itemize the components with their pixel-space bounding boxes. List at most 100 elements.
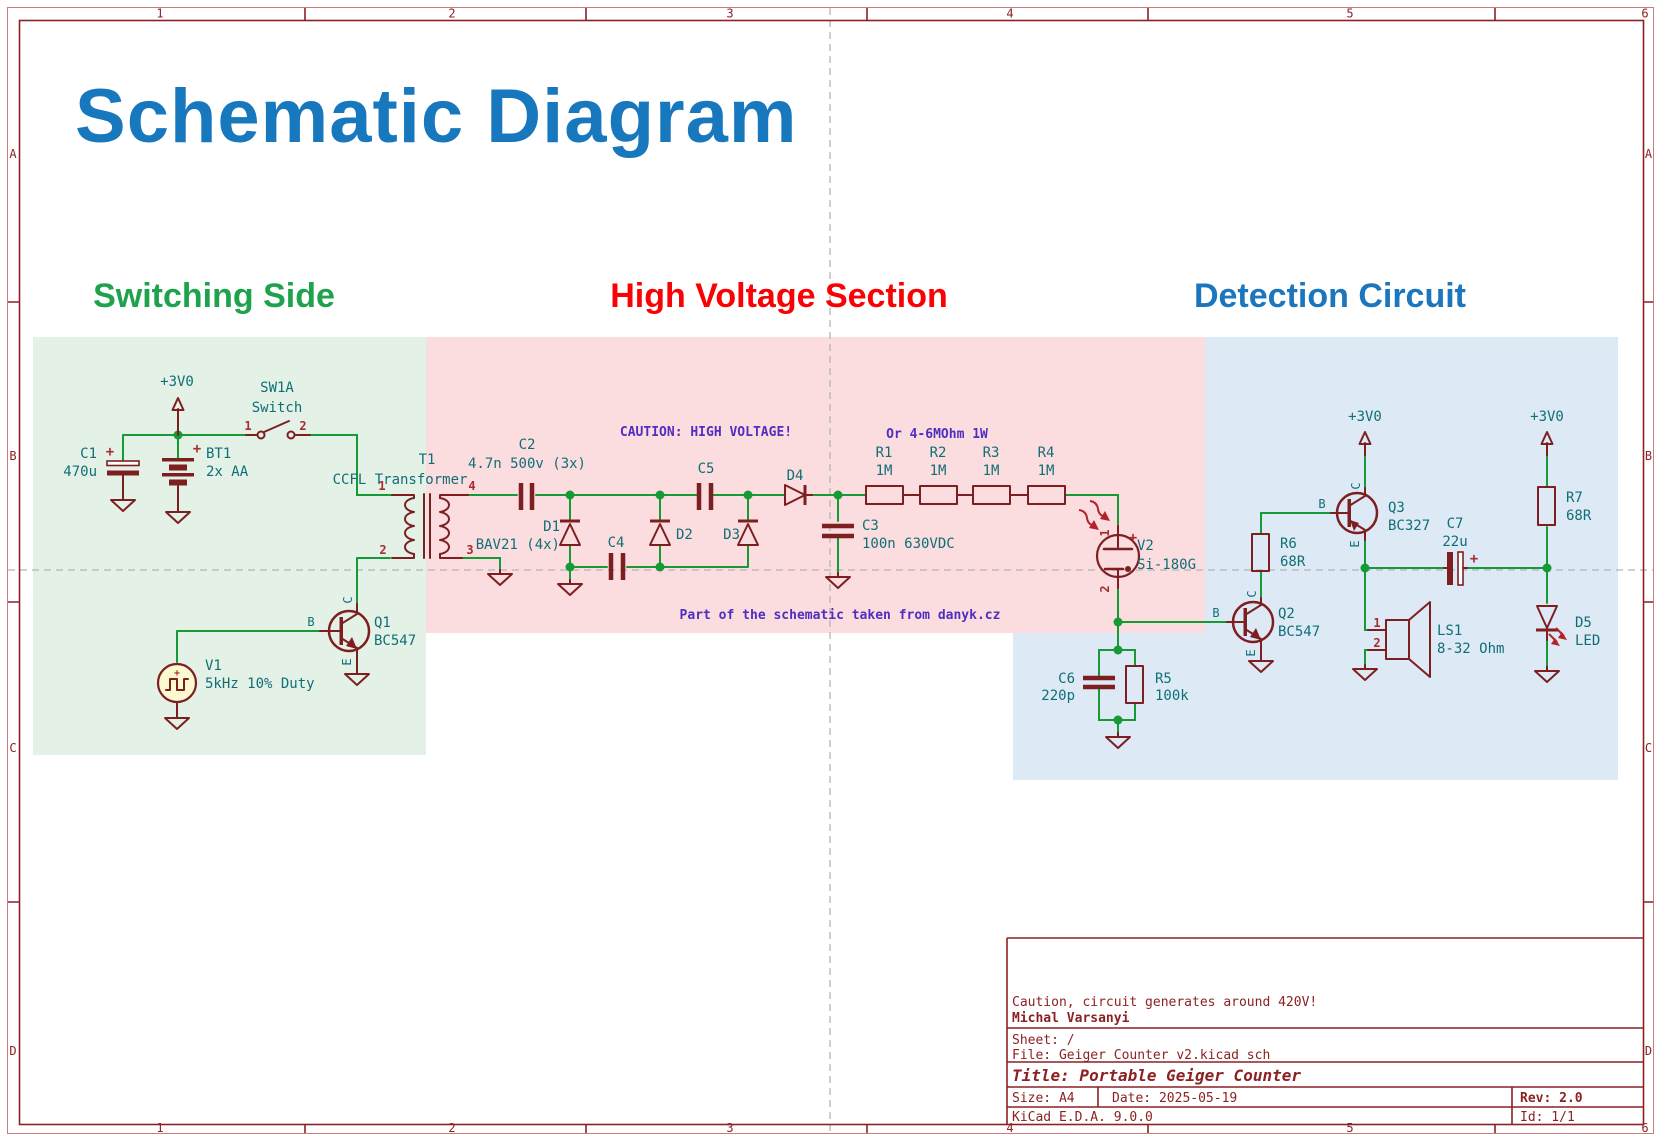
- polarity-plus: +: [1470, 551, 1478, 567]
- value: BAV21 (4x): [476, 537, 560, 553]
- power-label: +3V0: [1348, 409, 1382, 425]
- tb-size: Size: A4: [1012, 1091, 1075, 1106]
- col-ref: 1: [156, 7, 163, 21]
- wires: [122, 420, 1548, 734]
- gnd-symbols: [110, 495, 1560, 749]
- junction-dot: [1542, 563, 1552, 573]
- junction-dot: [1113, 645, 1123, 655]
- pin-number: 1: [1098, 529, 1112, 536]
- component-c2-capacitor: C2 4.7n 500v (3x): [468, 437, 586, 510]
- ref: D4: [787, 468, 804, 484]
- component-c3-capacitor: C3 100n 630VDC: [822, 518, 955, 552]
- ref: R4: [1038, 445, 1055, 461]
- junction-dots: [173, 430, 1552, 725]
- row-ref: B: [1645, 449, 1652, 463]
- power-label: +3V0: [1530, 409, 1564, 425]
- col-ref: 5: [1346, 1121, 1353, 1135]
- ref: D5: [1575, 615, 1592, 631]
- wire: [176, 557, 501, 663]
- polarity-plus: +: [174, 668, 180, 679]
- component-c1-capacitor: + C1 470u: [63, 444, 140, 497]
- junction-dot: [1113, 715, 1123, 725]
- pin-number: 2: [1098, 585, 1112, 592]
- value: BC547: [1278, 624, 1320, 640]
- ref: C2: [519, 437, 536, 453]
- value: 68R: [1566, 508, 1592, 524]
- tb-sheet: Sheet: /: [1012, 1033, 1075, 1048]
- value: 100k: [1155, 688, 1189, 704]
- junction-dot: [1360, 563, 1370, 573]
- ref: R7: [1566, 490, 1583, 506]
- row-ref: C: [1645, 741, 1652, 755]
- ref: C4: [608, 535, 625, 551]
- inner-border: [18, 19, 1645, 1126]
- ref: D3: [723, 527, 740, 543]
- col-ref: 3: [726, 1121, 733, 1135]
- component-r6-resistor: R6 68R: [1251, 533, 1306, 572]
- page-title: Schematic Diagram: [75, 74, 797, 159]
- ref: C5: [698, 461, 715, 477]
- component-d3-diode: D3: [723, 519, 759, 546]
- value: 220p: [1041, 688, 1075, 704]
- value: BC547: [374, 633, 416, 649]
- credit-note: Part of the schematic taken from danyk.c…: [680, 608, 1001, 623]
- value: 68R: [1280, 554, 1306, 570]
- wire: [1364, 539, 1548, 666]
- col-ref: 4: [1006, 7, 1013, 21]
- component-r7-resistor: R7 68R: [1537, 486, 1592, 526]
- value: CCFL Transformer: [333, 472, 468, 488]
- wire: [309, 434, 393, 496]
- ref: V2: [1137, 538, 1154, 554]
- ref: R3: [983, 445, 1000, 461]
- gnd-icon: [1534, 666, 1560, 683]
- tb-title: Title: Portable Geiger Counter: [1012, 1066, 1301, 1085]
- pin-name: E: [1348, 540, 1362, 547]
- ref: LS1: [1437, 623, 1462, 639]
- power-flags: +3V0 +3V0 +3V0: [160, 374, 1564, 456]
- pin-number: 1: [378, 479, 385, 493]
- section-header-switching: Switching Side: [93, 277, 335, 315]
- component-v1-source: + V1 5kHz 10% Duty: [156, 658, 315, 715]
- pin-name: E: [1244, 649, 1258, 656]
- tb-date: Date: 2025-05-19: [1112, 1091, 1237, 1106]
- ref: C6: [1058, 671, 1075, 687]
- top-ticks: [304, 8, 1496, 20]
- section-header-high-voltage: High Voltage Section: [610, 277, 948, 315]
- junction-dot: [565, 562, 575, 572]
- pin-name: B: [1212, 606, 1219, 620]
- junction-dot: [743, 490, 753, 500]
- value: 1M: [876, 463, 893, 479]
- polarity-plus: +: [193, 441, 201, 457]
- component-q2-transistor: B C E Q2 BC547: [1212, 590, 1320, 658]
- outer-border: [7, 7, 1654, 1134]
- pin-number: 4: [468, 479, 475, 493]
- right-ticks: [1644, 301, 1653, 903]
- junction-dot: [655, 490, 665, 500]
- polarity-plus: +: [1129, 530, 1137, 546]
- ref: Q1: [374, 615, 391, 631]
- component-q1-transistor: B C E Q1 BC547: [307, 596, 416, 671]
- left-ticks: [8, 301, 19, 903]
- ref: C1: [80, 446, 97, 462]
- col-ref: 6: [1641, 7, 1648, 21]
- resistor-alt-note: Or 4-6MOhm 1W: [886, 427, 988, 442]
- gnd-icon: [825, 572, 851, 589]
- ref: C3: [862, 518, 879, 534]
- component-c4-capacitor: C4: [608, 535, 626, 580]
- pin-number: 1: [1373, 616, 1380, 630]
- power-label: +3V0: [160, 374, 194, 390]
- pin-number: 2: [379, 543, 386, 557]
- value: 470u: [63, 464, 97, 480]
- component-d2-diode: D2: [649, 519, 693, 546]
- tb-file: File: Geiger_Counter_v2.kicad_sch: [1012, 1048, 1270, 1063]
- col-ref: 2: [448, 1121, 455, 1135]
- fold-marks: [8, 8, 1654, 1134]
- pin-name: B: [307, 615, 314, 629]
- ref: Q3: [1388, 500, 1405, 516]
- component-c6-capacitor: C6 220p: [1041, 671, 1115, 704]
- gnd-icon: [557, 579, 583, 596]
- section-header-detection: Detection Circuit: [1194, 277, 1466, 315]
- title-block: Caution, circuit generates around 420V! …: [1006, 937, 1643, 1125]
